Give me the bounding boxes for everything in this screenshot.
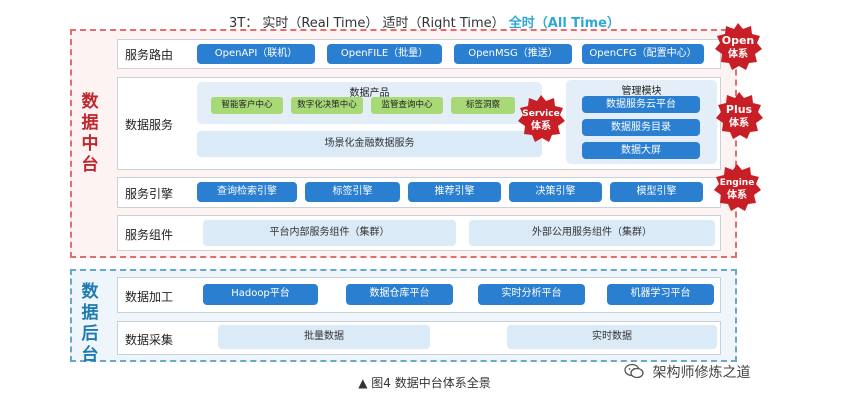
component-internal: 平台内部服务组件（集群） <box>203 220 456 246</box>
seal-engine-badge: Engine 体系 <box>712 163 762 213</box>
mgmt-cloud-platform: 数据服务云平台 <box>582 96 700 113</box>
mgmt-service-catalog: 数据服务目录 <box>582 119 700 136</box>
seal-service-line1: Service <box>522 109 559 119</box>
engine-tag: 标签引擎 <box>305 182 400 202</box>
route-openapi: OpenAPI（联机） <box>197 44 315 64</box>
wechat-watermark: 架构师修炼之道 <box>624 362 750 383</box>
seal-plus-line2: 体系 <box>729 116 749 129</box>
product-regulatory-query: 监管查询中心 <box>371 97 443 114</box>
seal-service-badge: Service 体系 <box>516 94 566 144</box>
proc-machine-learning: 机器学习平台 <box>607 284 714 305</box>
engine-decision: 决策引擎 <box>509 182 602 202</box>
data-product-title: 数据产品 <box>349 88 390 99</box>
proc-data-warehouse: 数据仓库平台 <box>346 284 453 305</box>
engine-query-search: 查询检索引擎 <box>197 182 297 202</box>
seal-open-line1: Open <box>722 34 755 47</box>
seal-plus-icon: Plus 体系 <box>716 92 763 139</box>
row-label-data-service: 数据服务 <box>125 118 174 132</box>
mgmt-module-title: 管理模块 <box>621 86 662 97</box>
header-prefix: 3T： 实时（Real Time） 适时（Right Time） <box>229 16 505 31</box>
proc-realtime-analysis: 实时分析平台 <box>478 284 585 305</box>
seal-plus-badge: Plus 体系 <box>714 91 764 141</box>
watermark-text: 架构师修炼之道 <box>652 365 751 381</box>
engine-recommend: 推荐引擎 <box>408 182 501 202</box>
mgmt-data-screen: 数据大屏 <box>582 142 700 159</box>
component-external: 外部公用服务组件（集群） <box>469 220 715 246</box>
collection-realtime: 实时数据 <box>507 325 717 349</box>
seal-open-line2: 体系 <box>728 47 748 60</box>
collection-batch: 批量数据 <box>218 325 430 349</box>
route-openmsg: OpenMSG（推送） <box>454 44 572 64</box>
seal-engine-line1: Engine <box>720 178 755 188</box>
seal-plus-line1: Plus <box>726 103 753 116</box>
scene-finance-data-service: 场景化金融数据服务 <box>197 131 542 157</box>
product-digital-decision: 数字化决策中心 <box>291 97 363 114</box>
product-smart-customer: 智能客户中心 <box>211 97 283 114</box>
zone-label-front: 数据中台 <box>81 92 99 175</box>
row-label-routing: 服务路由 <box>125 48 174 62</box>
seal-engine-line2: 体系 <box>727 188 747 201</box>
row-label-components: 服务组件 <box>125 228 174 242</box>
figure-caption: ▲ 图4 数据中台体系全景 <box>358 376 491 390</box>
route-openfile: OpenFILE（批量） <box>327 44 442 64</box>
zone-label-back: 数据后台 <box>81 282 99 365</box>
seal-service-icon: Service 体系 <box>518 95 565 142</box>
seal-engine-icon: Engine 体系 <box>714 164 761 211</box>
engine-model: 模型引擎 <box>610 182 703 202</box>
seal-open-badge: Open 体系 <box>713 22 763 72</box>
product-tag-insight: 标签洞察 <box>451 97 515 114</box>
seal-open-icon: Open 体系 <box>715 23 762 70</box>
header-3t: 3T： 实时（Real Time） 适时（Right Time） 全时（All … <box>0 12 849 31</box>
wechat-icon <box>624 363 644 383</box>
row-label-collection: 数据采集 <box>125 333 174 347</box>
row-label-processing: 数据加工 <box>125 290 174 304</box>
seal-service-line2: 体系 <box>531 119 551 132</box>
row-label-engine: 服务引擎 <box>125 187 174 201</box>
route-opencfg: OpenCFG（配置中心） <box>582 44 704 64</box>
proc-hadoop: Hadoop平台 <box>203 284 318 305</box>
header-highlight: 全时（All Time） <box>508 16 620 31</box>
